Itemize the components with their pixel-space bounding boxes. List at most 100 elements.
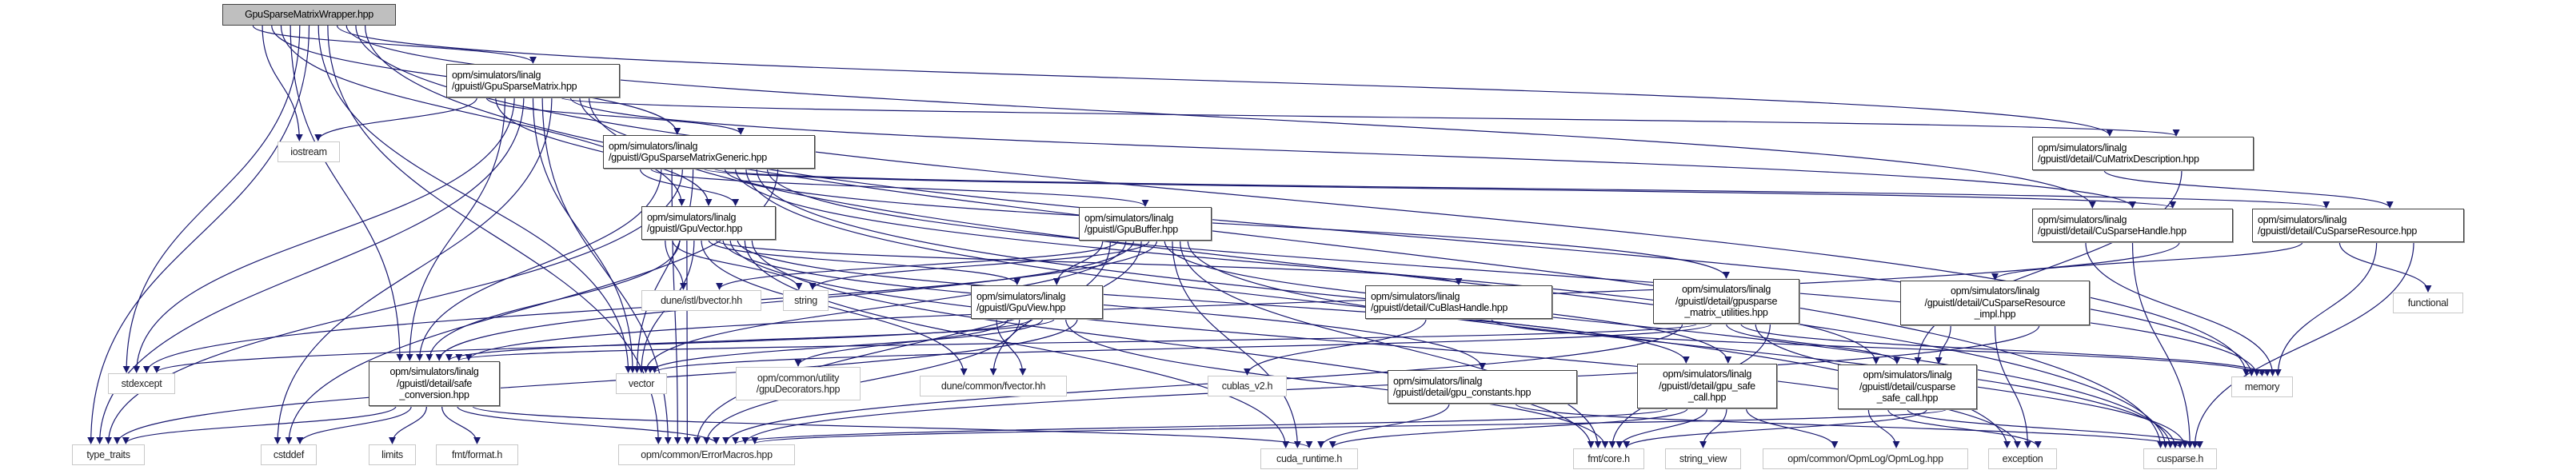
edge-gpusparsematrix-to-cumatrixdesc [560,97,2179,137]
node-label-line: GpuSparseMatrixWrapper.hpp [245,9,373,21]
edge-gpusafecall-to-cudaruntime [1328,408,1688,448]
node-label-line: opm/simulators/linalg [1662,368,1752,380]
node-gpusparsematrix[interactable]: opm/simulators/linalg/gpuistl/GpuSparseM… [446,64,620,98]
node-label-line: opm/common/utility [757,372,840,384]
node-cudaruntime: cuda_runtime.h [1260,448,1358,469]
edge-gpubuffer-to-bvector [716,240,1119,290]
node-cusparsehandle[interactable]: opm/simulators/linalg/gpuistl/detail/CuS… [2032,209,2233,242]
node-gpuconstants[interactable]: opm/simulators/linalg/gpuistl/detail/gpu… [1388,370,1577,404]
node-gpusparseutil[interactable]: opm/simulators/linalg/gpuistl/detail/gpu… [1653,279,1799,324]
node-label-line: opm/common/ErrorMacros.hpp [641,448,773,460]
node-typetraits: type_traits [72,444,145,465]
node-wrapper[interactable]: GpuSparseMatrixWrapper.hpp [222,4,396,26]
node-label-line: /gpuistl/GpuBuffer.hpp [1084,224,1178,235]
edge-gpusparsematrix-to-gpuvector [495,97,713,206]
edge-generic-to-vector [633,168,694,373]
node-cusparseresimpl[interactable]: opm/simulators/linalg/gpuistl/detail/CuS… [1900,281,2090,325]
edge-cusparsesafecall-to-errormacros [751,408,1947,444]
node-gpudecorators: opm/common/utility/gpuDecorators.hpp [736,367,861,400]
edge-gpusparseutil-to-vector [651,323,1712,373]
edge-gpusparseutil-to-errormacros [722,323,1683,444]
node-label-line: fmt/format.h [451,448,503,460]
node-safeconv[interactable]: opm/simulators/linalg/gpuistl/detail/saf… [369,361,500,406]
edge-wrapper-to-iostream [262,25,303,141]
node-label-line: _impl.hpp [1974,309,2016,321]
edge-gpusafecall-to-opmlog [1745,408,1839,448]
node-label-line: cstddef [273,448,305,460]
node-cublas: cublas_v2.h [1208,376,1287,396]
edge-gpusparseutil-to-memory [1740,323,2271,376]
node-cusparsesafecall[interactable]: opm/simulators/linalg/gpuistl/detail/cus… [1838,364,1977,409]
node-label-line: cusparse.h [2156,452,2204,464]
edge-cumatrixdesc-to-cusparsesafecall [1914,169,2183,364]
node-label-line: /gpuDecorators.hpp [756,384,841,395]
node-gpuview[interactable]: opm/simulators/linalg/gpuistl/GpuView.hp… [971,285,1103,319]
edge-gpubuffer-to-errormacros [693,240,1142,444]
node-cusparse: cusparse.h [2143,448,2217,469]
node-bvector: dune/istl/bvector.hh [641,290,761,311]
node-label-line: /gpuistl/detail/CuBlasHandle.hpp [1371,302,1508,313]
edge-gpuvector-to-errormacros [683,239,691,444]
edge-cusparsesafecall-to-fmtcore [1623,408,1927,448]
node-label-line: opm/simulators/linalg [2038,213,2127,225]
edge-gpubuffer-to-string [809,240,1150,290]
node-label-line: opm/simulators/linalg [2038,141,2127,153]
edge-gpusparsematrix-to-stdexcept [133,97,515,373]
edge-generic-to-cusparsehandle [703,168,2176,209]
edge-wrapper-to-gpuvector [280,25,685,206]
node-string: string [783,290,829,311]
node-gpubuffer[interactable]: opm/simulators/linalg/gpuistl/GpuBuffer.… [1079,207,1212,241]
node-label-line: opm/simulators/linalg [389,366,479,378]
node-label-line: stdexcept [121,377,162,389]
node-label-line: opm/simulators/linalg [1681,284,1771,296]
edge-cusparsehandle-to-safeconv [465,241,2180,361]
edge-cusparsehandle-to-cusparse [2131,241,2194,448]
node-label-line: /gpuistl/detail/safe [396,377,473,389]
node-label-line: limits [381,448,403,460]
edge-gpusparsematrix-to-memory [579,97,2255,376]
edge-cublashandle-to-memory [1491,318,2266,376]
edge-cusparseresource-to-cusparse [2191,241,2414,448]
edge-gpuview-to-errormacros [703,318,1020,444]
edge-cusparseresimpl-to-cusparsesafecall [1935,325,1951,364]
edge-gpuvector-to-safeconv [425,239,681,361]
edge-generic-to-safeconv [416,168,662,361]
edge-safeconv-to-limits [389,405,428,444]
edge-gpusparseutil-to-cusparsesafecall [1725,323,1901,364]
edge-cublashandle-to-cublas [1244,318,1427,376]
edge-safeconv-to-cstddef [296,405,412,444]
node-label-line: dune/common/fvector.hh [941,380,1046,392]
edge-safeconv-to-cudaruntime [472,405,1313,448]
node-label-line: iostream [290,145,327,157]
node-cstddef: cstddef [261,444,317,465]
edge-gpubuffer-to-cusparse [1187,240,2179,448]
node-label-line: opm/simulators/linalg [1393,375,1483,387]
node-gpuvector[interactable]: opm/simulators/linalg/gpuistl/GpuVector.… [641,206,776,240]
node-label-line: cuda_runtime.h [1276,452,1342,464]
node-label-line: string_view [1679,452,1727,464]
edge-wrapper-to-cusparse [365,25,2164,448]
edge-generic-to-gpubuffer [650,168,1149,207]
edge-cusparseresource-to-functional [2338,241,2432,293]
edge-gpuview-to-safeconv [445,318,1055,361]
node-label-line: /gpuistl/detail/gpu_safe [1659,380,1755,392]
node-label-line: /gpuistl/GpuSparseMatrixGeneric.hpp [609,152,767,163]
edge-wrapper-to-gpusparsematrix [252,25,537,64]
edge-gpusafecall-to-errormacros [732,408,1669,444]
edge-wrapper-to-vector [318,25,633,373]
node-cusparseresource[interactable]: opm/simulators/linalg/gpuistl/detail/CuS… [2252,209,2464,242]
node-cublashandle[interactable]: opm/simulators/linalg/gpuistl/detail/CuB… [1365,285,1552,319]
node-cumatrixdesc[interactable]: opm/simulators/linalg/gpuistl/detail/CuM… [2032,137,2254,170]
node-label-line: functional [2407,297,2449,309]
edge-generic-to-cusparseresource [713,168,2330,209]
node-generic[interactable]: opm/simulators/linalg/gpuistl/GpuSparseM… [603,135,815,169]
edge-safeconv-to-fmtformat [441,405,481,444]
node-label-line: /gpuistl/detail/CuSparseHandle.hpp [2038,225,2187,237]
node-errormacros: opm/common/ErrorMacros.hpp [618,444,795,465]
node-gpusafecall[interactable]: opm/simulators/linalg/gpuistl/detail/gpu… [1637,364,1777,408]
edge-gpusparseutil-to-safeconv [455,323,1698,361]
edge-cusparsehandle-to-memory [2085,241,2277,376]
edge-gpusparsematrix-to-safeconv [405,97,506,361]
edge-safeconv-to-typetraits [122,405,397,444]
